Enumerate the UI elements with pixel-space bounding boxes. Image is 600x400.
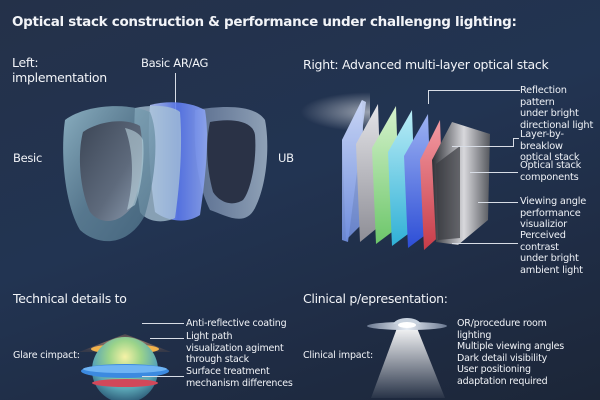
clinical-item: Multiple viewing angles (457, 341, 565, 352)
clinical-item: lighting (457, 329, 492, 341)
callout-reflection-pattern: Reflection pattern under bright directio… (520, 85, 594, 131)
callout-optical-stack-components: Optical stack components (520, 160, 582, 183)
leader-line (428, 90, 520, 91)
callout-viewing-angle: Viewing angle performance visualizior (520, 196, 587, 231)
leader-line (513, 138, 514, 147)
label-basic-ar-ag: Basic AR/AG (141, 56, 209, 70)
leader-line (470, 172, 518, 173)
leader-line (428, 90, 429, 104)
clinical-item: adaptation required (457, 375, 548, 387)
clinical-item: Dark detail visibility (457, 352, 548, 364)
leader-line (478, 202, 518, 203)
clinical-impact-label: Clinical impact: (303, 350, 373, 361)
leader-line (142, 323, 184, 324)
leader-line (142, 376, 184, 377)
technical-heading: Technical details to (13, 291, 127, 306)
left-panel-heading: Left: implementation (12, 55, 107, 85)
leader-line (513, 138, 519, 139)
leader-line (452, 146, 514, 147)
glare-impact-label: Glare cimpact: (13, 350, 80, 361)
callout-perceived-contrast: Perceived contrast under bright ambient … (520, 230, 583, 276)
clinical-impact-list: OR/procedure room lighting Multiple view… (457, 318, 564, 387)
clinical-item: User positioning (457, 364, 531, 375)
multi-layer-stack-illustration (342, 100, 490, 250)
clinical-heading: Clinical p/epresentation: (303, 291, 448, 306)
glare-sphere-illustration (79, 334, 171, 400)
leader-line-basic-ar-ag (175, 73, 176, 111)
clinical-item: OR/procedure room (457, 318, 547, 329)
leader-line (452, 243, 518, 244)
surgical-light-illustration (367, 318, 447, 398)
tech-callout-anti-reflective: Anti-reflective coating (186, 318, 287, 329)
tech-callout-surface-treatment: Surface treatment mechanism differences (186, 366, 293, 389)
right-panel-heading: Right: Advanced multi-layer optical stac… (303, 57, 549, 72)
page-title: Optical stack construction & performance… (12, 14, 517, 30)
lens-stack-illustration (63, 102, 268, 242)
leader-line (150, 338, 184, 339)
tech-callout-light-path: Light path visualization agiment through… (186, 331, 284, 365)
label-ub: UB (278, 151, 294, 165)
label-basic: Besic (13, 151, 42, 165)
callout-layer-by-layer: Layer-by-breaklow optical stack (520, 129, 580, 164)
left-heading-line2: implementation (12, 70, 107, 85)
left-heading-line1: Left: (12, 55, 39, 70)
